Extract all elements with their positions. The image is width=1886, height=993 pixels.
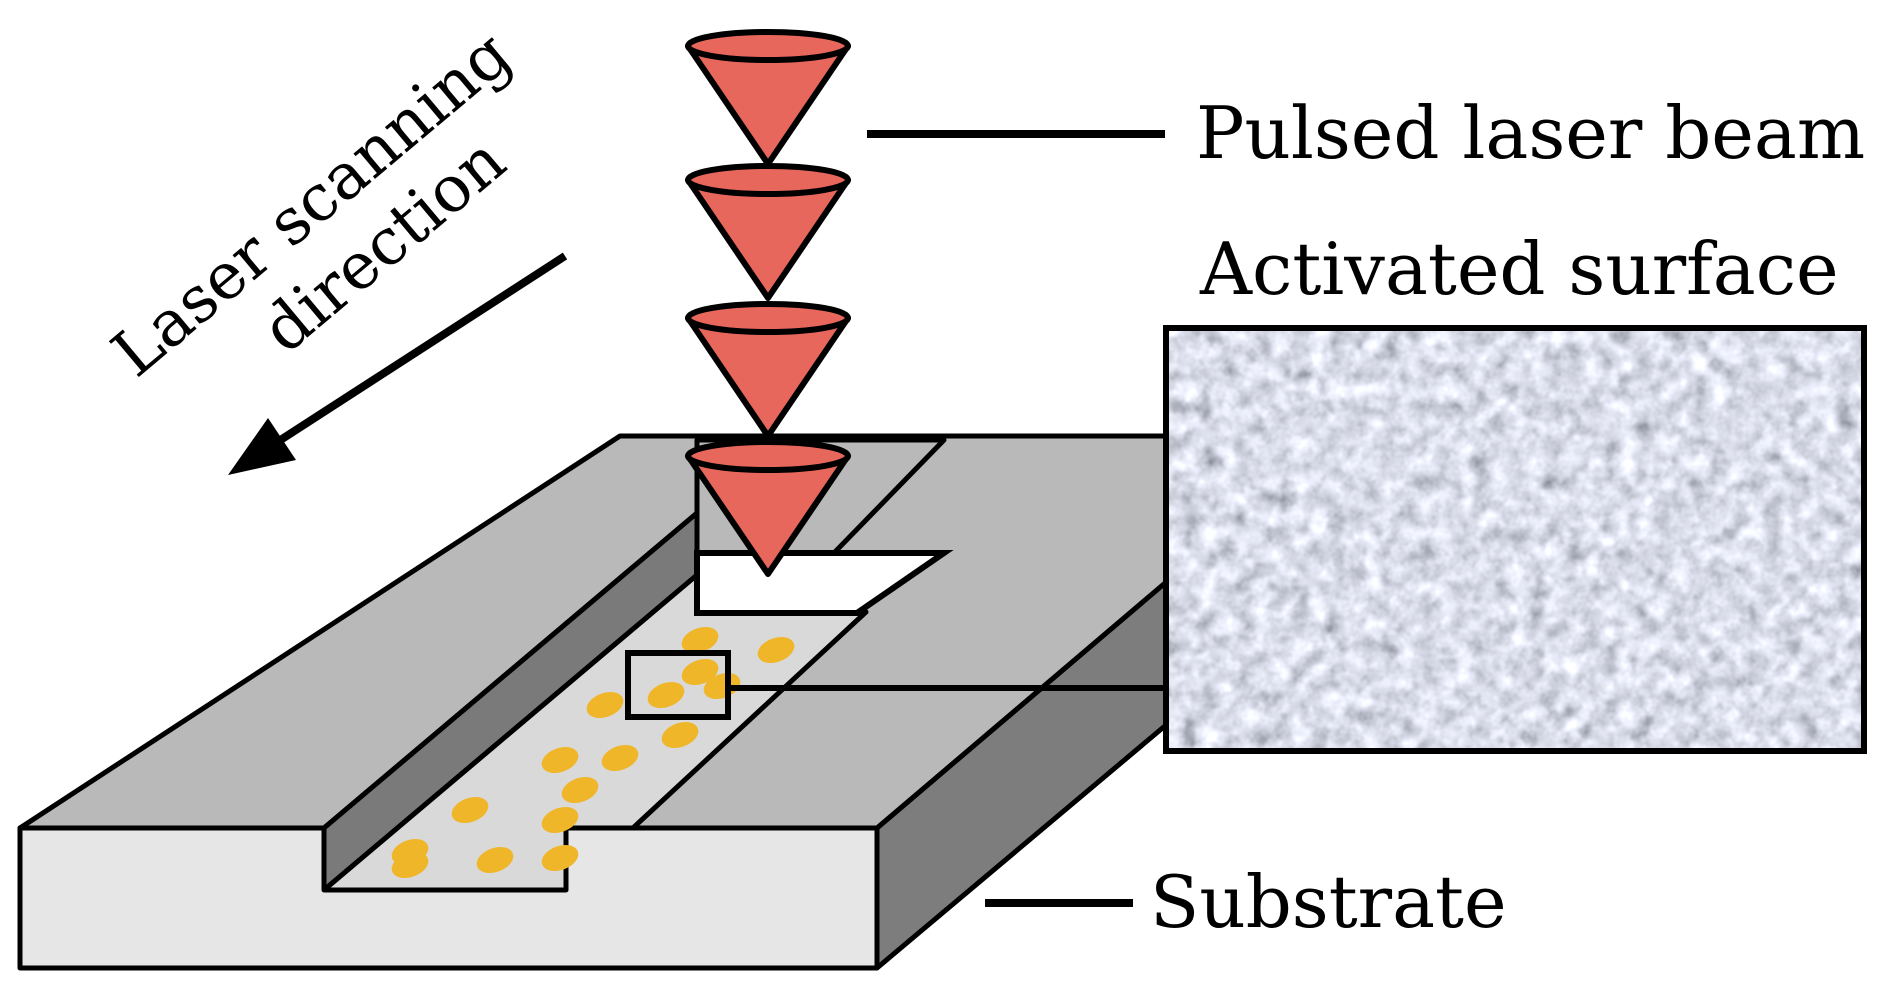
particle [586, 691, 624, 719]
laser-pulse-cone [685, 29, 851, 167]
particle [661, 721, 699, 749]
particle [681, 626, 719, 654]
laser-pulse-cone [685, 163, 851, 301]
pulsed-laser-beam-label: Pulsed laser beam [1196, 91, 1865, 175]
particle [476, 846, 514, 874]
laser-pulses [685, 29, 851, 577]
particle [541, 746, 579, 774]
unprocessed-slot [694, 550, 954, 616]
activated-surface-image [1163, 325, 1867, 754]
metal-particles [391, 626, 795, 879]
laser-pulse-cone [685, 301, 851, 439]
particle [541, 806, 579, 834]
activated-surface-label: Activated surface [1199, 227, 1839, 311]
substrate-label: Substrate [1150, 860, 1507, 944]
scan-direction-arrow [228, 252, 568, 475]
particle [681, 658, 719, 686]
particle [601, 744, 639, 772]
particle [647, 681, 685, 709]
particle [391, 851, 429, 879]
particle [561, 776, 599, 804]
particle [451, 796, 489, 824]
particle [541, 844, 579, 872]
particle [703, 672, 741, 700]
laser-pulse-cone [685, 439, 851, 577]
particle [757, 636, 795, 664]
